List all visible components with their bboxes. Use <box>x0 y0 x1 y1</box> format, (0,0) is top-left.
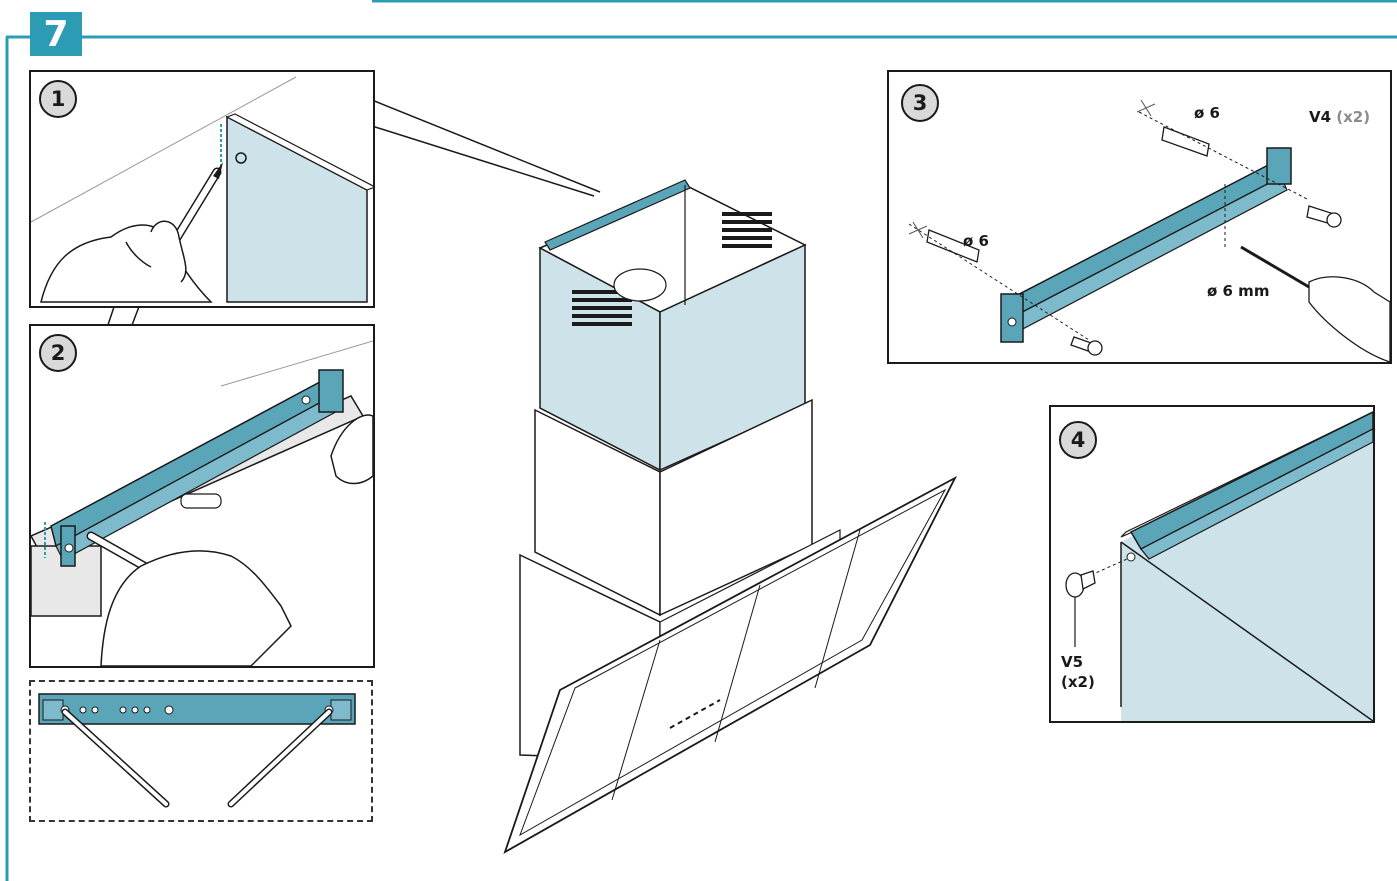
bracket-detail-illustration <box>38 693 356 808</box>
screw-v4-label: V4 (x2) <box>1309 108 1370 126</box>
panel-3-illustration <box>908 99 1390 362</box>
screw-v4-quantity: (x2) <box>1336 108 1371 126</box>
panel-1-number: 1 <box>39 80 77 118</box>
panel-2-number: 2 <box>39 334 77 372</box>
hand-icon <box>100 414 373 666</box>
panel-4-secure-chimney: 4 V5 (x2) <box>1049 405 1375 723</box>
screw-icon <box>1070 205 1342 356</box>
screw-v5-label: V5 <box>1061 653 1084 671</box>
hand-icon <box>40 220 213 303</box>
wall-bracket <box>1000 147 1292 343</box>
panel-4-illustration <box>1065 411 1373 721</box>
spirit-level-bubble <box>180 493 222 509</box>
panel-2-illustration <box>31 340 373 666</box>
bracket-detail-panel <box>29 680 373 822</box>
panel-2-level-bracket: 2 <box>29 324 375 668</box>
wall-bracket <box>50 369 344 567</box>
panel-3-number: 3 <box>901 84 939 122</box>
panel-3-drill-and-fix: 3 ø 6 ø 6 V4 (x2) ø 6 mm <box>887 70 1392 364</box>
drill-icon <box>1240 245 1390 362</box>
wall-plug-icon <box>926 126 1210 263</box>
step-number-badge: 7 <box>30 12 82 56</box>
panel-4-number: 4 <box>1059 421 1097 459</box>
screw-v4-code: V4 <box>1309 108 1332 126</box>
panel-1-mark-position: 1 <box>29 70 375 308</box>
dowel-left-label: ø 6 <box>963 232 989 250</box>
drill-size-label: ø 6 mm <box>1207 282 1270 300</box>
screw-v5-quantity: (x2) <box>1061 673 1095 691</box>
panel-1-illustration <box>31 76 373 303</box>
pencil-icon <box>168 162 223 249</box>
dowel-top-label: ø 6 <box>1194 104 1220 122</box>
screw-icon <box>1065 570 1096 598</box>
wall-bracket <box>1129 411 1373 560</box>
